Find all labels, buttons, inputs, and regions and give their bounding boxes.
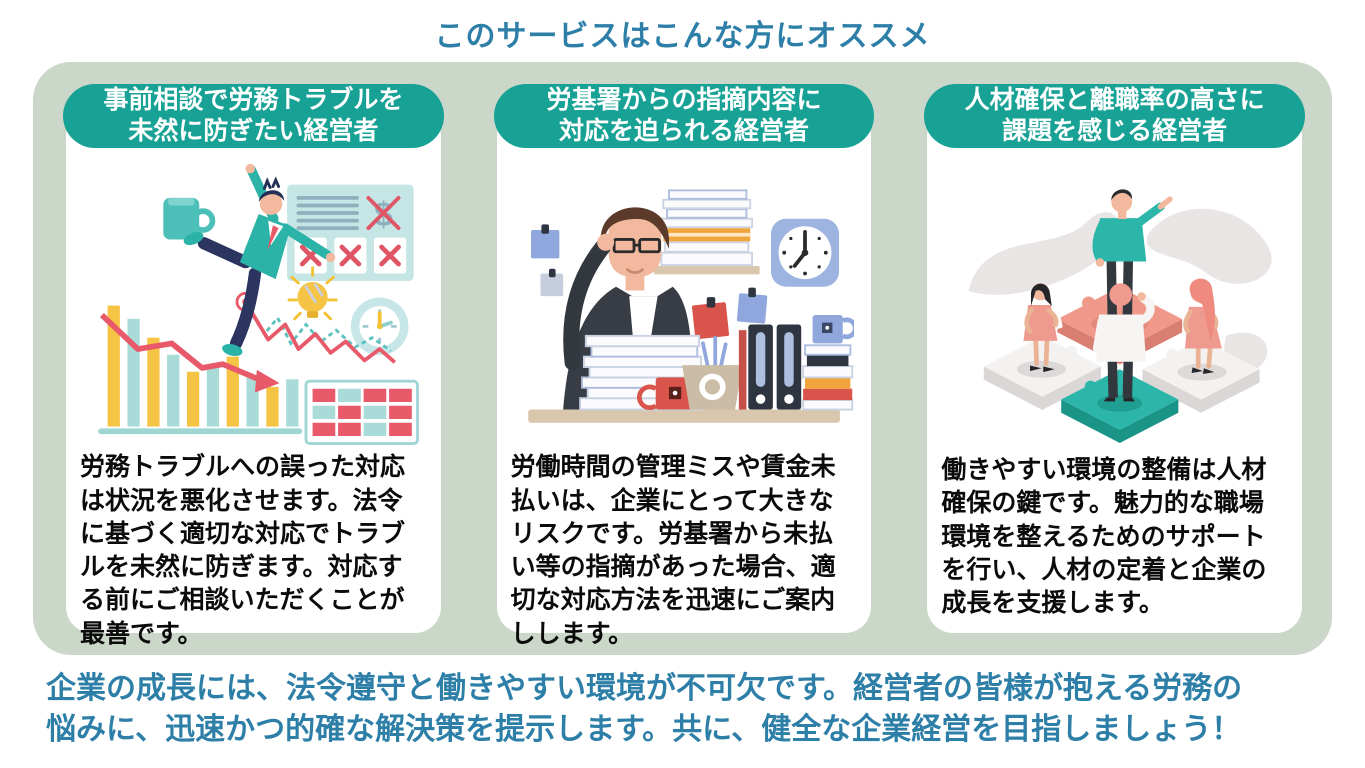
desk-surface — [528, 409, 840, 423]
overworked-man-paperwork-svg — [528, 189, 855, 423]
paper-shelf — [653, 189, 760, 275]
book-stack — [802, 315, 855, 411]
blue-mug-icon — [812, 315, 855, 344]
declining-arrow-icon — [100, 312, 280, 393]
lightbulb-icon — [287, 266, 338, 321]
closing-message: 企業の成長には、法令遵守と働きやすい環境が不可欠です。経営者の皆様が抱える労務の… — [46, 672, 1243, 746]
card-body-text: 労務トラブルへの誤った対応は状況を悪化させます。法令に基づく適切な対応でトラブル… — [80, 453, 406, 648]
card-header-text: 人材確保と離職率の高さに 課題を感じる経営者 — [964, 86, 1265, 145]
falling-businessman-charts-svg: $ — [98, 163, 420, 445]
wall-clock-icon — [770, 218, 839, 287]
card-labor-bureau-response: 労基署からの指摘内容に 対応を迫られる経営者 — [493, 84, 875, 648]
rejected-payment-document-icon: $ — [287, 184, 414, 282]
puzzle-piece-right-white — [1142, 339, 1260, 413]
card-body-text: 労働時間の管理ミスや賃金未払いは、企業にとって大きなリスクです。労基署から未払い… — [510, 453, 836, 648]
cards-panel: 事前相談で労務トラブルを 未然に防ぎたい経営者 — [33, 62, 1332, 655]
background-wave-shapes — [968, 208, 1272, 372]
card-header-pill: 人材確保と離職率の高さに 課題を感じる経営者 — [924, 84, 1306, 148]
overworked-man-paperwork-illustration — [509, 162, 860, 445]
pen-cup-icon — [682, 335, 743, 410]
card-talent-retention: 人材確保と離職率の高さに 課題を感じる経営者 — [924, 84, 1306, 633]
team-on-puzzle-pieces-svg — [968, 189, 1272, 443]
card-header-text: 労基署からの指摘内容に 対応を迫られる経営者 — [546, 86, 822, 145]
declining-bar-chart — [98, 305, 303, 435]
card-header-pill: 事前相談で労務トラブルを 未然に防ぎたい経営者 — [63, 84, 444, 148]
falling-businessman-charts-illustration: $ — [78, 162, 429, 445]
service-recommendation-section: このサービスはこんな方にオススメ 事前相談で労務トラブルを 未然に防ぎたい経営者 — [33, 20, 1332, 746]
woman-right-figure — [1182, 278, 1222, 374]
binders-icons — [738, 324, 802, 410]
card-prevent-labor-trouble: 事前相談で労務トラブルを 未然に防ぎたい経営者 — [63, 84, 444, 648]
data-table-icon — [304, 379, 420, 445]
falling-businessman-figure — [183, 163, 336, 357]
red-mug-icon — [637, 377, 696, 410]
person-front-figure — [1092, 283, 1155, 402]
card-header-text: 事前相談で労務トラブルを 未然に防ぎたい経営者 — [103, 86, 404, 145]
puzzle-piece-left-white — [983, 336, 1101, 410]
sticky-notes-icons — [530, 224, 768, 340]
card-body-text: 働きやすい環境の整備は人材確保の鍵です。魅力的な職場環境を整えるためのサポートを… — [941, 456, 1267, 617]
team-on-puzzle-pieces-illustration — [939, 162, 1290, 448]
card-header-pill: 労基署からの指摘内容に 対応を迫られる経営者 — [493, 84, 875, 148]
page-title: このサービスはこんな方にオススメ — [434, 20, 931, 53]
flying-mug-icon — [163, 197, 216, 240]
woman-left-figure — [1023, 283, 1063, 373]
